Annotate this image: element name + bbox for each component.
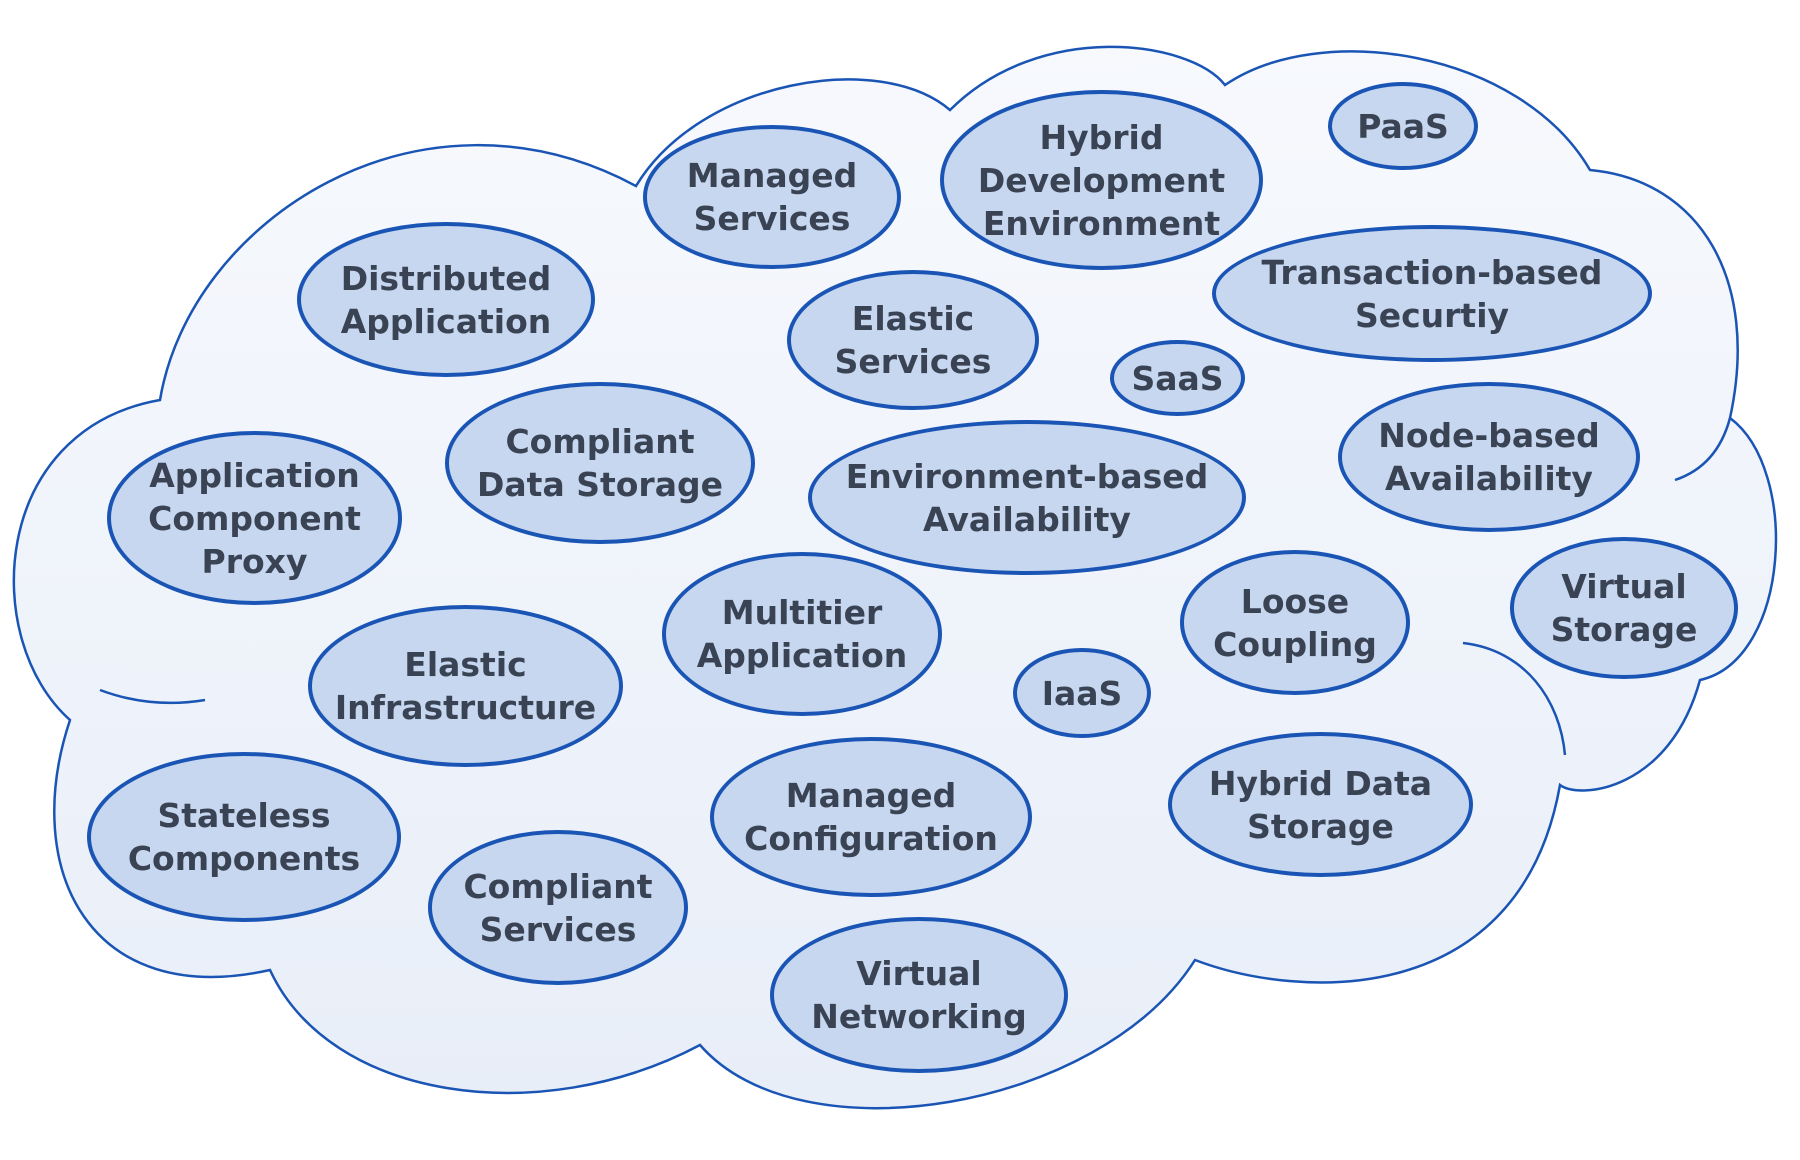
bubble-label: Application (340, 301, 552, 341)
bubble-label: Distributed (340, 258, 552, 298)
bubble-label: Data Storage (477, 465, 723, 504)
bubble-label: Environment (982, 203, 1221, 243)
bubble-label: Compliant (505, 422, 695, 461)
bubble-label: Node-based (1378, 416, 1600, 455)
bubble-label: Storage (1247, 806, 1394, 846)
bubble-virtual-storage: Virtual Storage (1510, 537, 1738, 679)
bubble-saas: SaaS (1110, 340, 1245, 416)
cloud-inner-arc-upper-right (1674, 417, 1732, 482)
bubble-label: Services (479, 909, 637, 949)
bubble-label: Storage (1550, 610, 1698, 649)
bubble-label: Managed (686, 156, 858, 195)
cloud-inner-arc-right (1462, 641, 1567, 756)
bubble-label: Networking (811, 997, 1027, 1036)
bubble-label: Development (977, 160, 1226, 200)
bubble-label: Transaction-based (1261, 252, 1603, 292)
bubble-node-based-availability: Node-based Availability (1338, 382, 1640, 532)
bubble-label: Stateless (157, 796, 331, 835)
bubble-label: Application (149, 455, 360, 495)
bubble-label: Infrastructure (334, 688, 597, 727)
bubble-label: Elastic (404, 645, 527, 684)
cloud-inner-arc-left (99, 688, 206, 705)
bubble-multitier-application: Multitier Application (662, 552, 942, 716)
bubble-label: Virtual (856, 954, 982, 993)
bubble-label: Services (834, 342, 992, 381)
bubble-paas: PaaS (1328, 82, 1478, 170)
bubble-compliant-services: Compliant Services (428, 830, 688, 985)
bubble-label: Virtual (1561, 567, 1687, 606)
bubble-transaction-based-security: Transaction-based Securtiy (1212, 225, 1652, 362)
bubble-label: Elastic (851, 299, 975, 338)
bubble-distributed-application: Distributed Application (297, 222, 595, 377)
bubble-managed-configuration: Managed Configuration (710, 737, 1032, 897)
bubble-label: Components (127, 839, 361, 878)
bubble-stateless-components: Stateless Components (87, 752, 401, 922)
bubble-loose-coupling: Loose Coupling (1180, 550, 1410, 695)
bubble-label: Coupling (1213, 624, 1377, 664)
bubble-virtual-networking: Virtual Networking (770, 917, 1068, 1073)
bubble-label: SaaS (1131, 358, 1224, 398)
bubble-label: Hybrid Data (1208, 763, 1433, 803)
bubble-elastic-services: Elastic Services (787, 270, 1039, 410)
bubble-label: Availability (923, 499, 1131, 539)
bubble-label: Managed (785, 776, 957, 815)
bubble-elastic-infrastructure: Elastic Infrastructure (308, 605, 623, 767)
bubble-label: PaaS (1357, 106, 1449, 146)
bubble-label: Compliant (463, 866, 653, 906)
bubble-label: Hybrid (1039, 117, 1164, 157)
bubble-label: Loose (1240, 581, 1350, 621)
bubble-label: Component (148, 498, 361, 538)
bubble-label: Securtiy (1354, 295, 1510, 335)
bubble-label: Proxy (201, 541, 308, 581)
bubble-label: Availability (1385, 459, 1593, 498)
bubble-label: IaaS (1041, 673, 1123, 713)
bubble-environment-based-availability: Environment-based Availability (808, 420, 1246, 575)
bubble-label: Application (696, 636, 908, 675)
bubble-label: Multitier (721, 593, 883, 632)
bubble-label: Environment-based (845, 456, 1209, 496)
bubble-managed-services: Managed Services (643, 125, 901, 269)
bubble-hybrid-data-storage: Hybrid Data Storage (1168, 732, 1473, 877)
bubble-label: Configuration (744, 819, 998, 858)
bubble-compliant-data-storage: Compliant Data Storage (445, 382, 755, 544)
bubble-hybrid-development-environment: Hybrid Development Environment (940, 90, 1263, 270)
bubble-application-component-proxy: Application Component Proxy (107, 431, 402, 605)
bubble-iaas: IaaS (1013, 648, 1151, 738)
bubble-label: Services (693, 199, 851, 238)
